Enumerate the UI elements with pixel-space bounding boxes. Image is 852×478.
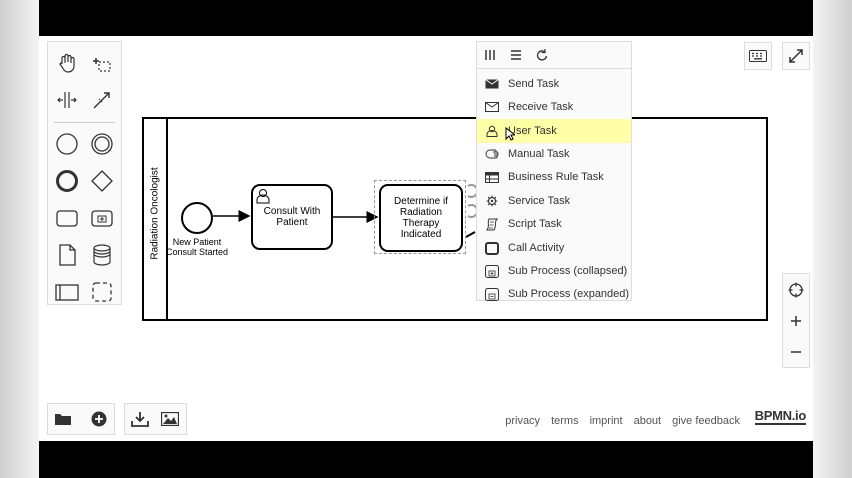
menu-item-label: Service Task bbox=[508, 195, 571, 207]
menu-item-label: Sub Process (expanded) bbox=[508, 288, 630, 300]
data-object-icon[interactable] bbox=[54, 242, 80, 268]
menu-item-subprocess-collapsed[interactable]: Sub Process (collapsed) bbox=[477, 260, 631, 282]
user-icon bbox=[484, 125, 500, 137]
menu-item-label: User Task bbox=[508, 125, 557, 137]
menu-item-send-task[interactable]: Send Task bbox=[477, 73, 631, 95]
keyboard-icon bbox=[749, 50, 767, 62]
footer-link-feedback[interactable]: give feedback bbox=[672, 415, 740, 427]
start-event-label: New Patient Consult Started bbox=[165, 237, 229, 257]
image-export-icon[interactable] bbox=[155, 404, 185, 434]
right-blur-margin bbox=[812, 0, 852, 478]
space-tool-icon[interactable] bbox=[54, 87, 80, 113]
top-letterbox bbox=[39, 0, 813, 36]
envelope-icon bbox=[484, 102, 500, 112]
gateway-icon[interactable] bbox=[89, 168, 115, 194]
menu-item-service-task[interactable]: Service Task bbox=[477, 190, 631, 212]
menu-item-business-rule-task[interactable]: Business Rule Task bbox=[477, 166, 631, 188]
footer-link-privacy[interactable]: privacy bbox=[505, 415, 541, 427]
call-activity-icon bbox=[484, 241, 500, 255]
task-determine-radiation[interactable]: Determine if Radiation Therapy Indicated bbox=[379, 184, 463, 252]
end-event-icon[interactable] bbox=[54, 168, 80, 194]
zoom-out-button[interactable] bbox=[783, 337, 809, 367]
modeler-canvas[interactable]: Radiation Oncologist New Patient Consult… bbox=[39, 36, 813, 441]
user-task-marker-icon bbox=[256, 189, 270, 204]
open-folder-icon[interactable] bbox=[48, 404, 78, 434]
expand-icon bbox=[789, 49, 803, 63]
menu-item-label: Sub Process (collapsed) bbox=[508, 265, 628, 277]
menu-item-label: Send Task bbox=[508, 78, 560, 90]
left-blur-margin bbox=[0, 0, 40, 478]
bpmn-io-logo[interactable]: BPMN.io bbox=[754, 408, 806, 425]
pool-header: Radiation Oncologist bbox=[144, 119, 168, 319]
data-store-icon[interactable] bbox=[89, 242, 115, 268]
zoom-in-button[interactable] bbox=[783, 306, 809, 336]
subprocess-collapsed-icon bbox=[484, 264, 500, 278]
envelope-filled-icon bbox=[484, 79, 500, 89]
footer-link-about[interactable]: about bbox=[633, 415, 662, 427]
menu-item-script-task[interactable]: Script Task bbox=[477, 213, 631, 235]
replace-menu-header bbox=[477, 42, 631, 69]
footer-link-imprint[interactable]: imprint bbox=[589, 415, 623, 427]
menu-item-user-task[interactable]: User Task bbox=[477, 119, 631, 143]
lasso-tool-icon[interactable] bbox=[89, 50, 115, 76]
palette-separator bbox=[54, 122, 115, 123]
mouse-cursor-icon bbox=[505, 127, 515, 141]
selection-outline bbox=[374, 180, 466, 254]
menu-icon[interactable] bbox=[510, 48, 522, 66]
menu-item-call-activity[interactable]: Call Activity bbox=[477, 237, 631, 259]
participant-pool[interactable]: Radiation Oncologist bbox=[142, 117, 768, 321]
intermediate-event-icon[interactable] bbox=[89, 131, 115, 157]
group-icon[interactable] bbox=[89, 279, 115, 305]
task-label: Consult With Patient bbox=[263, 206, 321, 228]
columns-icon[interactable] bbox=[484, 48, 496, 66]
start-event[interactable] bbox=[181, 202, 213, 234]
menu-item-label: Manual Task bbox=[508, 148, 570, 160]
menu-item-label: Call Activity bbox=[508, 242, 565, 254]
reset-zoom-button[interactable] bbox=[783, 275, 809, 305]
subprocess-icon[interactable] bbox=[89, 205, 115, 231]
participant-icon[interactable] bbox=[54, 279, 80, 305]
global-connect-tool-icon[interactable] bbox=[89, 87, 115, 113]
menu-item-receive-task[interactable]: Receive Task bbox=[477, 96, 631, 118]
file-actions bbox=[47, 403, 115, 435]
crosshair-icon bbox=[788, 282, 804, 298]
table-icon bbox=[484, 171, 500, 183]
gear-icon bbox=[484, 195, 500, 207]
loop-icon[interactable] bbox=[536, 48, 548, 66]
hand-tool-icon[interactable] bbox=[54, 50, 80, 76]
tool-palette bbox=[47, 41, 122, 305]
menu-item-subprocess-expanded[interactable]: Sub Process (expanded) bbox=[477, 283, 631, 305]
plus-icon bbox=[791, 316, 801, 326]
menu-item-label: Business Rule Task bbox=[508, 171, 604, 183]
zoom-controls bbox=[782, 273, 810, 368]
keyboard-shortcuts-button[interactable] bbox=[744, 42, 772, 70]
minus-icon bbox=[791, 351, 801, 353]
hand-icon bbox=[484, 149, 500, 159]
footer-link-terms[interactable]: terms bbox=[551, 415, 579, 427]
fullscreen-button[interactable] bbox=[782, 42, 810, 70]
menu-item-label: Script Task bbox=[508, 218, 562, 230]
create-new-icon[interactable] bbox=[84, 404, 114, 434]
start-event-icon[interactable] bbox=[54, 131, 80, 157]
task-icon[interactable] bbox=[54, 205, 80, 231]
footer-links: privacy terms imprint about give feedbac… bbox=[505, 415, 740, 427]
menu-item-manual-task[interactable]: Manual Task bbox=[477, 143, 631, 165]
script-icon bbox=[484, 218, 500, 231]
replace-menu: Send Task Receive Task User Task Manual … bbox=[476, 41, 632, 301]
task-label: Determine if Radiation Therapy Indicated bbox=[394, 196, 448, 240]
bottom-letterbox bbox=[39, 441, 813, 478]
menu-item-label: Receive Task bbox=[508, 101, 574, 113]
download-icon[interactable] bbox=[125, 404, 155, 434]
subprocess-expanded-icon bbox=[484, 287, 500, 301]
export-actions bbox=[124, 403, 187, 435]
task-consult-with-patient[interactable]: Consult With Patient bbox=[251, 184, 333, 250]
